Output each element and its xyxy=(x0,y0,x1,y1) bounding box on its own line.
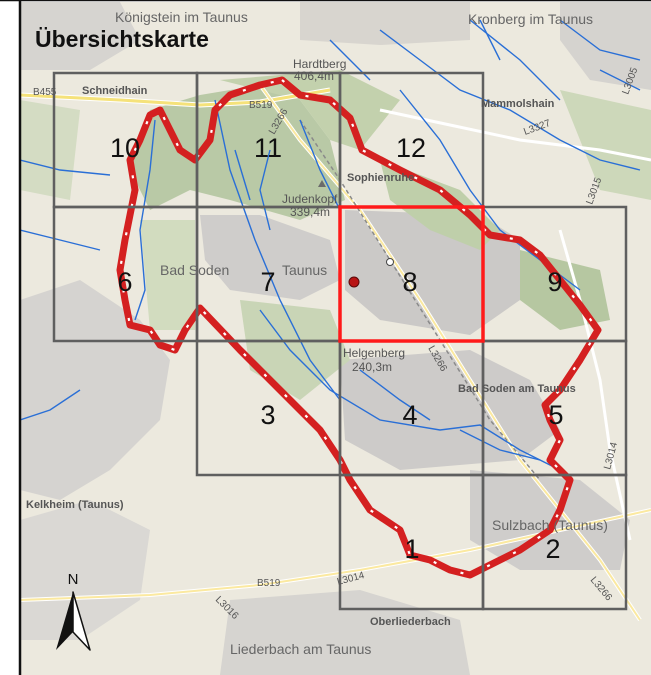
label-bad-soden-2: Taunus xyxy=(282,262,327,278)
urban-area-kelkheim-south xyxy=(20,500,150,640)
label-hardtberg-elev: 406,4m xyxy=(294,69,334,83)
label-hardtberg: Hardtberg xyxy=(293,57,346,71)
urban-area-kronberg xyxy=(560,2,651,90)
highlighted-tile-8 xyxy=(338,205,485,343)
study-area-boundary xyxy=(116,76,602,579)
station-marker xyxy=(386,258,394,266)
forest-northwest xyxy=(20,100,80,200)
tile-number-10: 10 xyxy=(110,133,140,163)
urban-area-kelkheim xyxy=(20,280,170,500)
north-label: N xyxy=(68,571,79,588)
label-liederbach: Liederbach am Taunus xyxy=(230,641,371,657)
forest-northeast xyxy=(560,90,651,200)
streams xyxy=(20,19,641,471)
tile-numbers: 1 2 3 4 5 6 7 8 9 10 11 12 xyxy=(110,133,564,564)
urban-area-bad-soden-west xyxy=(200,215,340,300)
tile-number-1: 1 xyxy=(404,534,419,564)
forest-judenkopf xyxy=(130,85,345,220)
tile-number-3: 3 xyxy=(260,400,275,430)
road-label-b519-south: B519 xyxy=(257,578,281,589)
label-bad-soden-am-taunus: Bad Soden am Taunus xyxy=(458,383,576,395)
map-title: Übersichtskarte xyxy=(35,26,209,52)
tile-number-7: 7 xyxy=(260,267,275,297)
label-oberliederbach: Oberliederbach xyxy=(370,616,451,628)
tile-number-9: 9 xyxy=(547,267,562,297)
railway-line xyxy=(299,119,541,481)
road-label-b519-north: B519 xyxy=(249,100,273,111)
tile-number-4: 4 xyxy=(402,400,417,430)
label-koenigstein: Königstein im Taunus xyxy=(115,9,248,25)
map-basemap: Königstein im Taunus Kronberg im Taunus … xyxy=(20,2,651,675)
forest-sophienruhe xyxy=(380,160,500,250)
label-judenkopf: Judenkopf xyxy=(282,192,338,206)
forest-west xyxy=(140,220,195,330)
urban-area-koenigstein xyxy=(20,2,140,70)
tile-number-6: 6 xyxy=(117,267,132,297)
label-helgenberg: Helgenberg xyxy=(343,346,405,360)
label-judenkopf-elev: 339,4m xyxy=(290,205,330,219)
label-kelkheim: Kelkheim (Taunus) xyxy=(26,499,124,511)
tile-number-11: 11 xyxy=(254,133,282,163)
location-marker-icon xyxy=(348,276,360,288)
summit-icon xyxy=(318,180,326,187)
label-mammolshain: Mammolshain xyxy=(481,98,555,110)
urban-area-north xyxy=(300,2,470,45)
label-sophienruhe: Sophienruhe xyxy=(347,172,414,184)
label-kronberg: Kronberg im Taunus xyxy=(468,11,593,27)
label-helgenberg-elev: 240,3m xyxy=(352,360,392,374)
label-bad-soden-1: Bad Soden xyxy=(160,262,229,278)
tile-number-12: 12 xyxy=(396,133,426,163)
label-sulzbach: Sulzbach (Taunus) xyxy=(492,517,608,533)
tile-number-5: 5 xyxy=(548,400,563,430)
tile-number-2: 2 xyxy=(545,534,560,564)
label-schneidhain: Schneidhain xyxy=(82,85,148,97)
north-arrow-icon: N xyxy=(56,571,91,651)
urban-area-liederbach xyxy=(220,590,470,675)
road-label-b455: B455 xyxy=(33,87,57,98)
tile-grid xyxy=(52,71,628,611)
tile-number-8: 8 xyxy=(402,267,417,297)
